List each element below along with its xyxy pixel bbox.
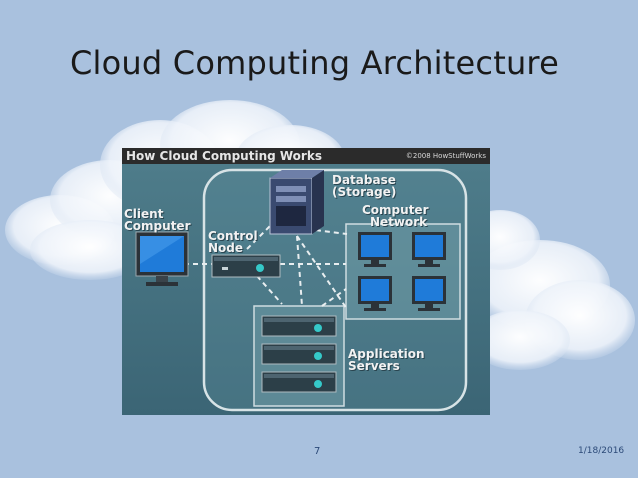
diagram-body: Client Computer Control Node Database (S… [122, 164, 490, 415]
application-server-icons [261, 315, 337, 393]
right-cloud [460, 210, 635, 370]
client-computer-icon [135, 231, 189, 286]
application-servers-label: Application Servers [348, 347, 425, 373]
slide-date: 1/18/2016 [578, 446, 625, 456]
cloud-computing-diagram: How Cloud Computing Works ©2008 HowStuff… [122, 148, 490, 415]
computer-network-label: Computer Network [362, 203, 429, 229]
database-label: Database (Storage) [332, 173, 397, 199]
diagram-drawing [135, 168, 468, 412]
connection-lines [184, 223, 348, 310]
page-number: 7 [314, 446, 321, 457]
control-node-label: Control Node [208, 229, 258, 255]
database-server-icon [269, 170, 324, 235]
diagram-copyright: ©2008 HowStuffWorks [405, 152, 486, 160]
network-monitor-icons [358, 232, 446, 311]
control-node-icon [211, 254, 281, 278]
diagram-title: How Cloud Computing Works [126, 149, 322, 163]
diagram-header-bar: How Cloud Computing Works ©2008 HowStuff… [122, 148, 490, 164]
client-computer-label: Client Computer [124, 207, 191, 233]
slide-title: Cloud Computing Architecture [70, 44, 559, 82]
